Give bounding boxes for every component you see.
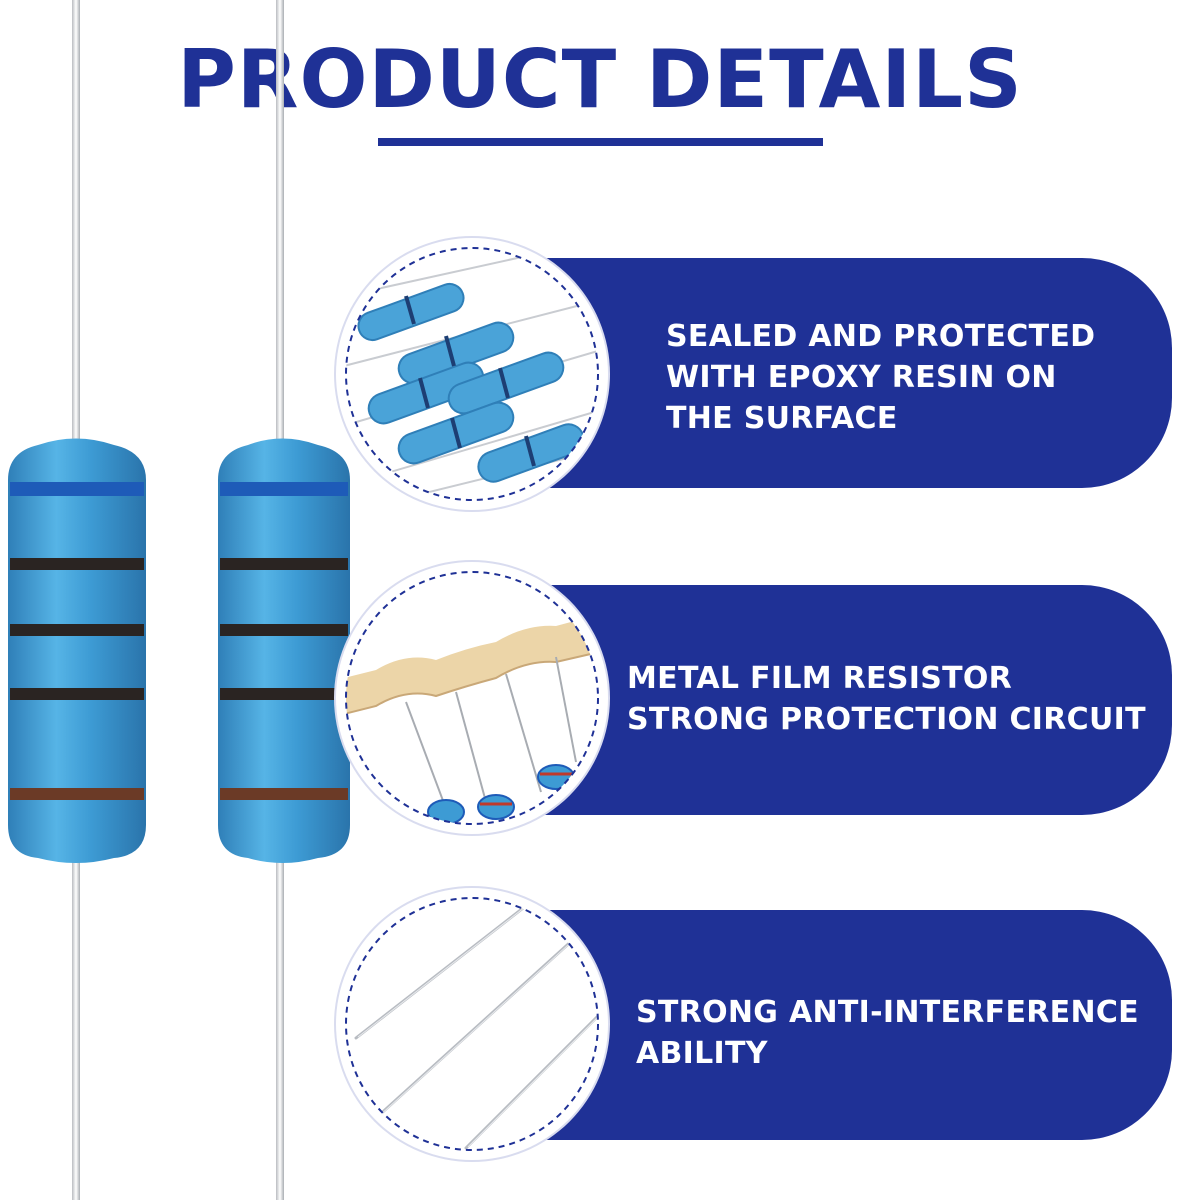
resistor-illustration xyxy=(8,0,350,1200)
feature-text-metal-film: METAL FILM RESISTOR STRONG PROTECTION CI… xyxy=(627,661,1146,737)
resistor-1 xyxy=(8,0,146,1200)
resistor-pile-photo xyxy=(336,238,608,510)
title-underline xyxy=(378,138,823,146)
feature-text-anti-interference: STRONG ANTI-INTERFERENCE ABILITY xyxy=(636,995,1139,1071)
resistor-leads-photo xyxy=(336,888,608,1160)
feature-text-epoxy: SEALED AND PROTECTED WITH EPOXY RESIN ON… xyxy=(666,319,1096,436)
taped-resistors-photo xyxy=(336,562,608,834)
resistor-2 xyxy=(218,0,350,1200)
page-title: PRODUCT DETAILS xyxy=(177,33,1023,126)
